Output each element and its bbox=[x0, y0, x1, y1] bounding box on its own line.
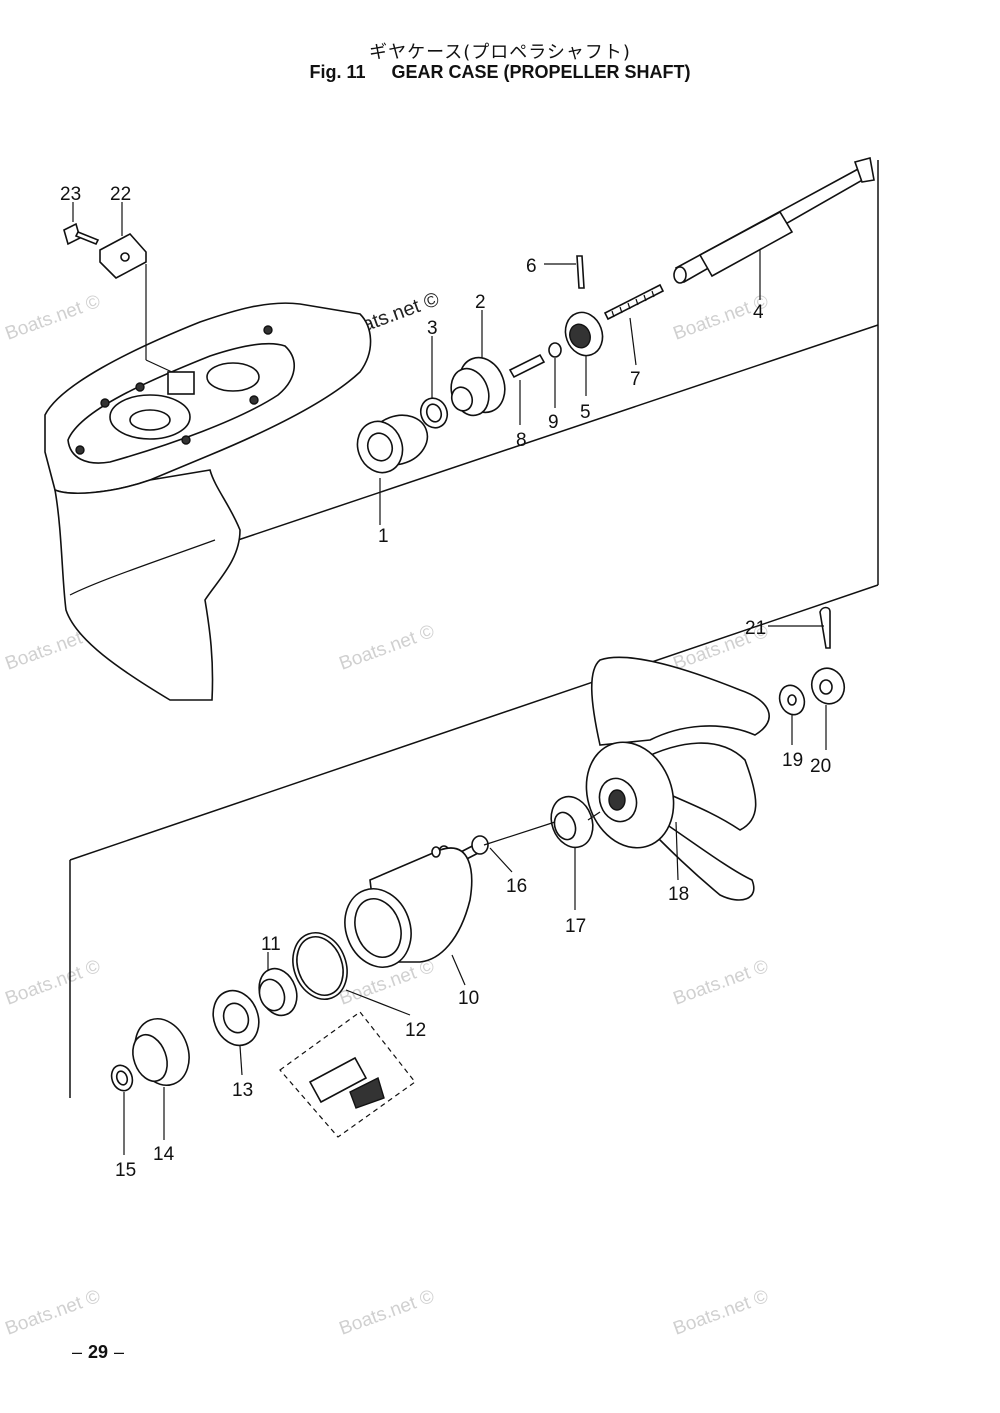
watermark: Boats.net © bbox=[671, 956, 772, 1010]
part-gear-14 bbox=[132, 1018, 190, 1086]
callout-11: 11 bbox=[261, 934, 281, 955]
part-propeller-18 bbox=[585, 656, 770, 901]
part-spacer-17 bbox=[550, 795, 594, 849]
callout-20: 20 bbox=[810, 756, 831, 777]
callout-14: 14 bbox=[153, 1144, 175, 1165]
watermark: Boats.net © bbox=[671, 1286, 772, 1340]
part-ring-9 bbox=[548, 342, 562, 358]
watermark: Boats.net © bbox=[3, 291, 104, 345]
gear-case-housing bbox=[44, 302, 372, 701]
leader-lines bbox=[72, 202, 827, 1155]
part-clutch-5 bbox=[564, 311, 604, 357]
callout-7: 7 bbox=[630, 369, 641, 390]
callout-1: 1 bbox=[378, 526, 389, 547]
callout-5: 5 bbox=[580, 402, 591, 423]
page-dash-right: – bbox=[114, 1342, 125, 1362]
exploded-frame bbox=[69, 160, 879, 1098]
part-washer-15 bbox=[110, 1064, 134, 1092]
callout-19: 19 bbox=[782, 750, 803, 771]
callout-13: 13 bbox=[232, 1080, 253, 1101]
part-bearing-1 bbox=[356, 414, 429, 474]
part-plate-22 bbox=[99, 232, 147, 279]
callout-10: 10 bbox=[458, 988, 479, 1009]
callout-15: 15 bbox=[115, 1160, 136, 1181]
part-washer-19 bbox=[778, 684, 806, 716]
part-o-ring-12 bbox=[292, 932, 348, 1000]
watermark: Boats.net © bbox=[3, 956, 104, 1010]
callout-23: 23 bbox=[60, 184, 81, 205]
part-bearing-housing-10 bbox=[344, 846, 473, 968]
part-nut-20 bbox=[810, 667, 846, 705]
callout-numbers: 1 2 3 4 5 6 7 8 9 10 11 12 13 14 15 16 1… bbox=[60, 184, 831, 1181]
callout-4: 4 bbox=[753, 302, 764, 323]
callout-2: 2 bbox=[475, 292, 486, 313]
figure-title-text: GEAR CASE (PROPELLER SHAFT) bbox=[391, 62, 691, 82]
part-bearing-11 bbox=[258, 967, 298, 1017]
part-propeller-shaft-4 bbox=[673, 157, 875, 284]
watermark: Boats.net © bbox=[337, 621, 438, 675]
part-gear-2 bbox=[450, 356, 506, 417]
page-number: –29– bbox=[66, 1342, 130, 1363]
callout-9: 9 bbox=[548, 412, 559, 433]
part-pin-6 bbox=[576, 255, 585, 289]
part-cotter-pin-21 bbox=[819, 606, 831, 649]
part-bolt-23 bbox=[63, 222, 100, 246]
callout-8: 8 bbox=[516, 430, 527, 451]
figure-number: Fig. 11 bbox=[309, 62, 366, 82]
figure-title-japanese: ギヤケース(プロペラシャフト) bbox=[369, 42, 631, 63]
part-pin-8 bbox=[508, 353, 546, 379]
part-spring-7 bbox=[603, 283, 665, 321]
callout-3: 3 bbox=[427, 318, 438, 339]
part-washer-3 bbox=[419, 397, 449, 429]
callout-6: 6 bbox=[526, 256, 537, 277]
callout-22: 22 bbox=[110, 184, 131, 205]
watermark: Boats.net © bbox=[337, 1286, 438, 1340]
figure-title-english: Fig. 11 GEAR CASE (PROPELLER SHAFT) bbox=[0, 62, 1000, 83]
callout-18: 18 bbox=[668, 884, 689, 905]
callout-12: 12 bbox=[405, 1020, 426, 1041]
page-number-value: 29 bbox=[88, 1342, 109, 1362]
inset-dashed-box bbox=[279, 1011, 416, 1138]
callout-21: 21 bbox=[745, 618, 766, 639]
part-bearing-13 bbox=[212, 989, 260, 1047]
callout-17: 17 bbox=[565, 916, 586, 937]
callout-16: 16 bbox=[506, 876, 527, 897]
page-dash-left: – bbox=[72, 1342, 83, 1362]
watermark: Boats.net © bbox=[3, 1286, 104, 1340]
